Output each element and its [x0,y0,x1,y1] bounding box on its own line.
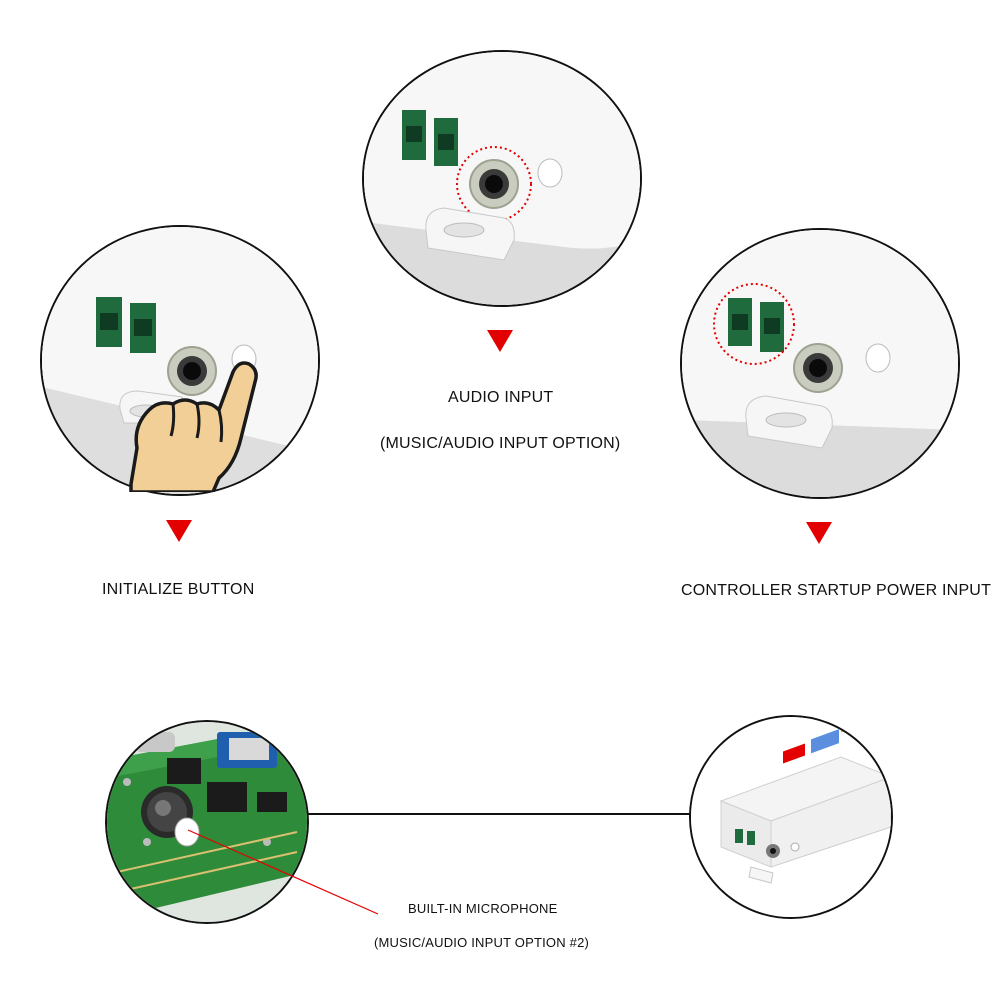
audio-input-sub-label: (MUSIC/AUDIO INPUT OPTION) [380,435,621,452]
microphone-sub-label: (MUSIC/AUDIO INPUT OPTION #2) [374,935,590,950]
down-triangle-icon [487,330,513,352]
down-triangle-icon [806,522,832,544]
pointing-hand-icon [125,352,265,492]
down-triangle-icon [166,520,192,542]
controller-overview [689,715,893,919]
audio-input-label: AUDIO INPUT [448,389,554,406]
connector-line [300,813,692,815]
microphone-label: BUILT-IN MICROPHONE [408,901,558,916]
audio-input-closeup [362,50,642,307]
microphone-pointer [187,829,379,915]
microphone-closeup [105,720,309,924]
initialize-button-label: INITIALIZE BUTTON [102,581,255,598]
power-input-label: CONTROLLER STARTUP POWER INPUT [681,582,992,599]
power-input-closeup [680,228,960,499]
